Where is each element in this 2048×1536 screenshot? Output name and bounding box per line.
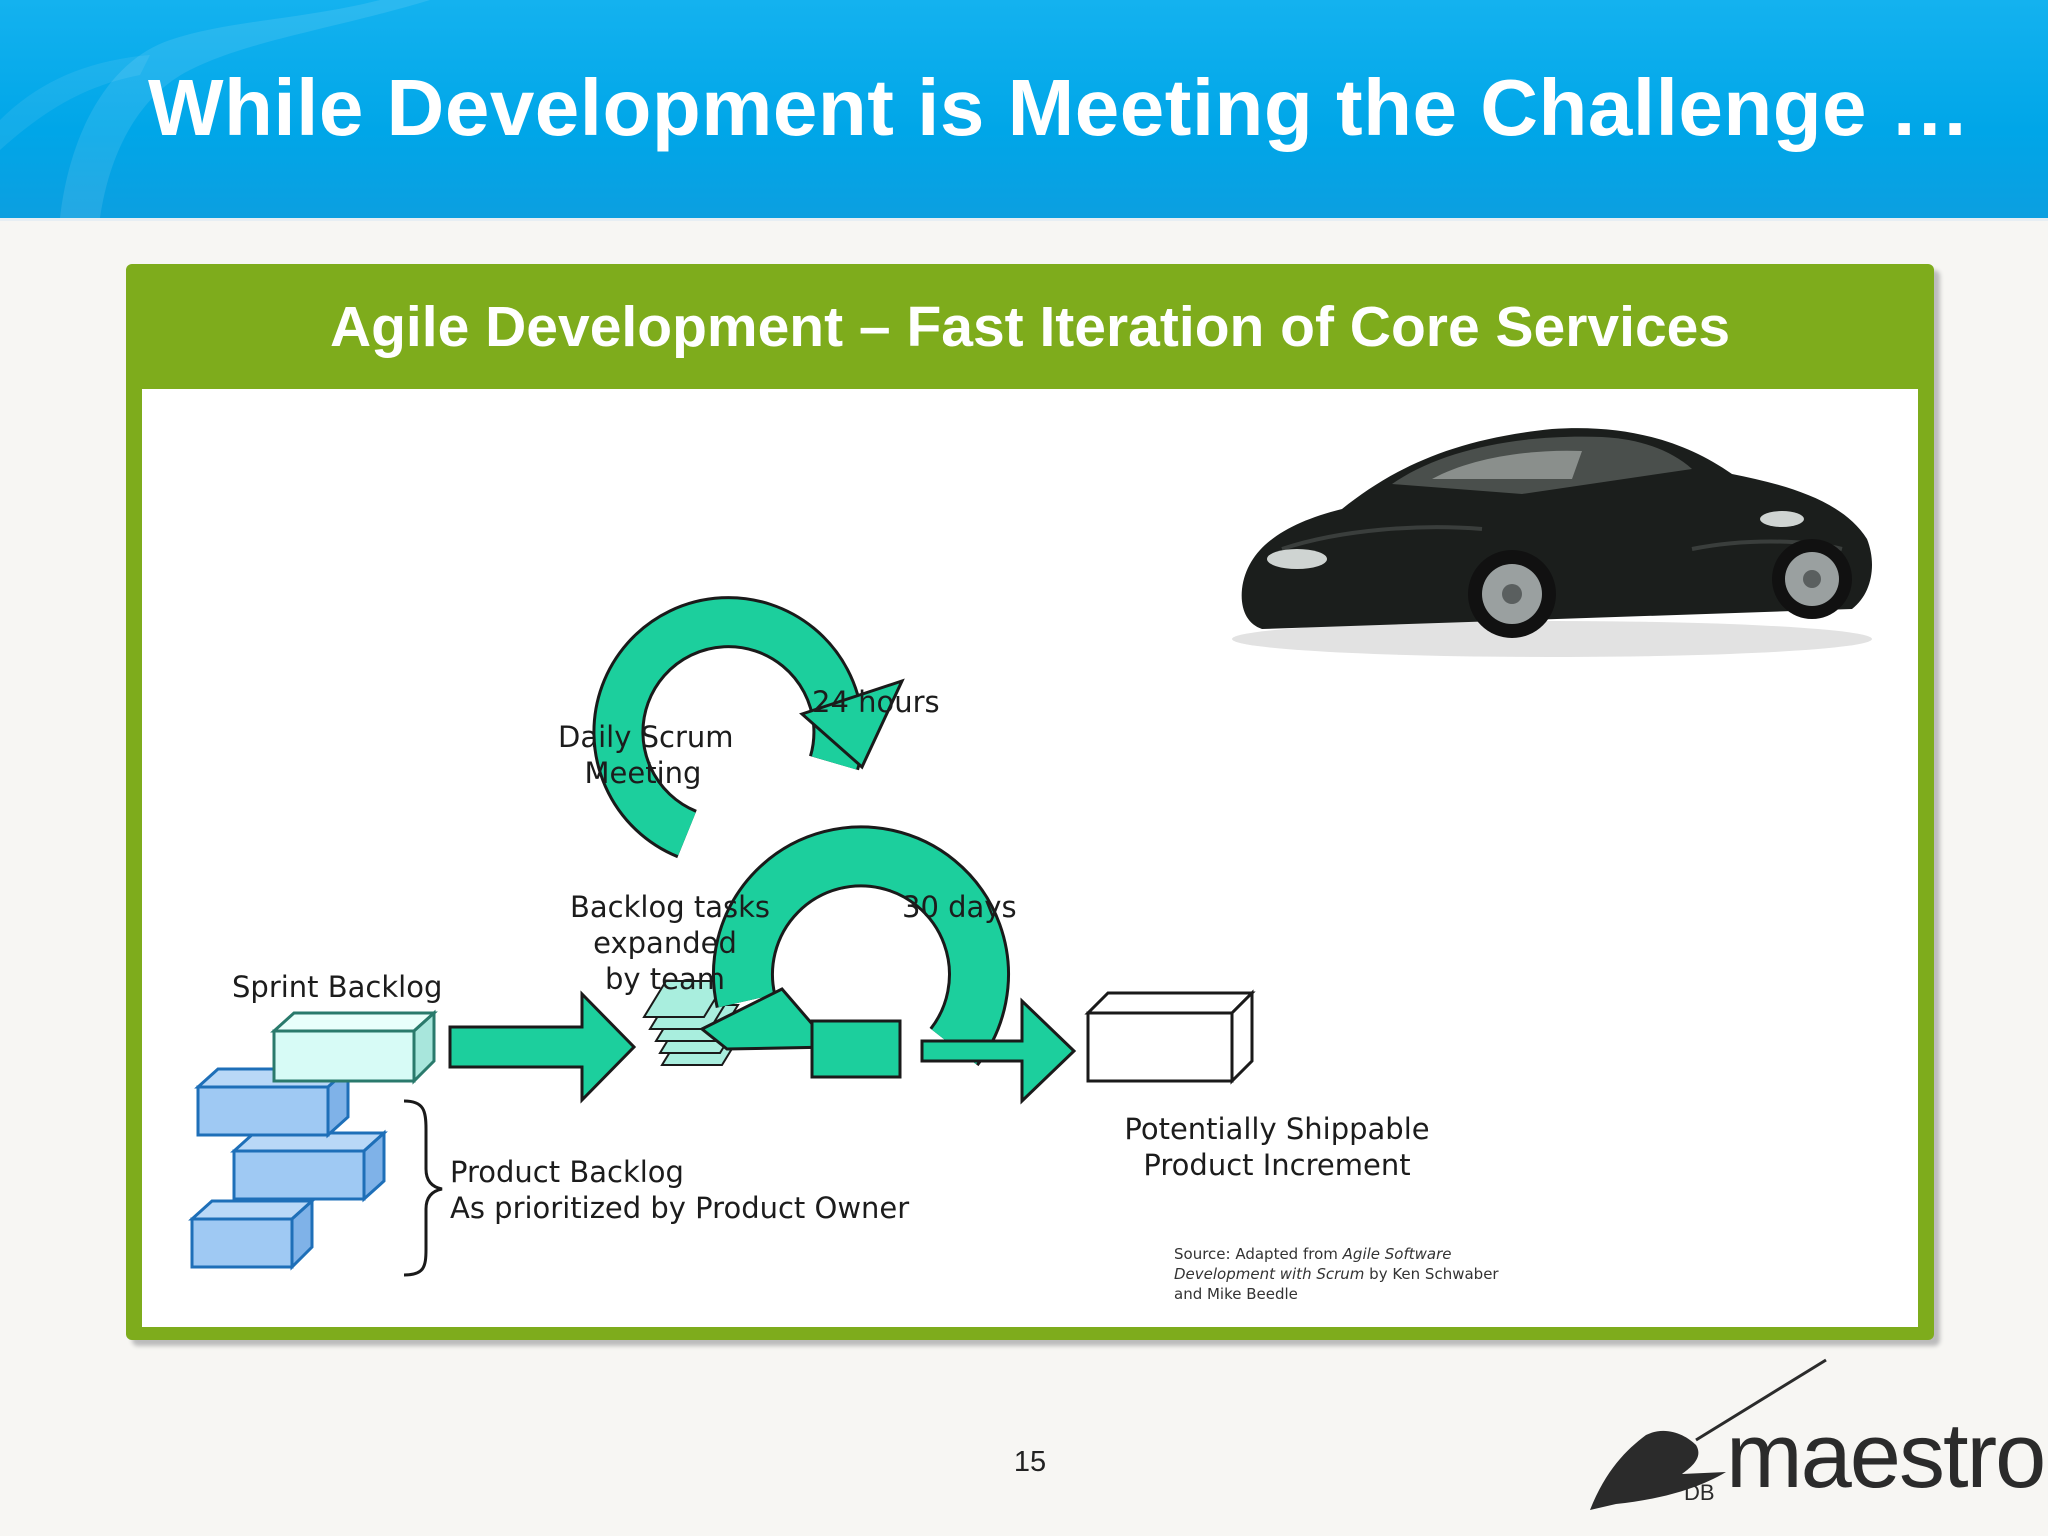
panel-title: Agile Development – Fast Iteration of Co… xyxy=(329,295,1731,359)
backlog-tasks-label-line3: by team xyxy=(604,962,726,996)
hours-label: 24 hours xyxy=(812,685,940,719)
product-backlog-label-line1: Product Backlog xyxy=(450,1155,684,1189)
daily-scrum-label-line1: Daily Scrum xyxy=(558,720,734,754)
backlog-tasks-label: Backlog tasks expanded by team xyxy=(570,889,770,997)
product-increment-label-line2: Product Increment xyxy=(1143,1148,1411,1182)
sprint-backlog-block xyxy=(270,1009,438,1085)
source-citation: Source: Adapted from Agile Software Deve… xyxy=(1174,1244,1504,1304)
header-bar: While Development is Meeting the Challen… xyxy=(0,0,2048,221)
page-number: 15 xyxy=(1013,1446,1047,1478)
product-backlog-brace xyxy=(403,1099,443,1277)
days-label: 30 days xyxy=(902,890,1017,924)
product-backlog-blocks xyxy=(188,1065,388,1271)
sports-car-image xyxy=(1232,428,1872,657)
product-backlog-label-line2: As prioritized by Product Owner xyxy=(450,1191,910,1225)
source-prefix: Source: Adapted from xyxy=(1174,1245,1343,1263)
source-suffix: by Ken Schwaber and Mike Beedle xyxy=(1174,1265,1499,1303)
daily-scrum-label-line2: Meeting xyxy=(584,756,702,790)
source-book-title: Agile Software Development with Scrum xyxy=(1174,1245,1452,1283)
thirty-day-cycle-arrow xyxy=(699,825,1010,1067)
daily-scrum-label: Daily Scrum Meeting xyxy=(558,719,734,791)
scrum-cycle-diagram xyxy=(188,596,1256,1277)
daily-cycle-arrow xyxy=(592,596,905,859)
content-panel: Agile Development – Fast Iteration of Co… xyxy=(126,264,1934,1340)
product-increment-label-line1: Potentially Shippable xyxy=(1124,1112,1430,1146)
arrow-to-tasks xyxy=(448,990,637,1104)
product-backlog-label: Product Backlog As prioritized by Produc… xyxy=(450,1154,909,1226)
panel-body: Daily Scrum Meeting 24 hours 30 days Bac… xyxy=(142,389,1918,1327)
backlog-tasks-label-line1: Backlog tasks xyxy=(570,890,770,924)
product-increment-label: Potentially Shippable Product Increment xyxy=(1112,1111,1442,1183)
slide-title: While Development is Meeting the Challen… xyxy=(148,63,1971,152)
logo-wordmark: maestro xyxy=(1726,1405,2046,1507)
sprint-backlog-label: Sprint Backlog xyxy=(232,970,443,1004)
backlog-tasks-label-line2: expanded xyxy=(593,926,737,960)
dbmaestro-logo: DB maestro xyxy=(1586,1350,2046,1520)
logo-mark-icon xyxy=(1590,1358,1827,1510)
arrow-to-increment xyxy=(920,997,1077,1105)
logo-db-text: DB xyxy=(1684,1480,1715,1505)
sprint-block xyxy=(810,1019,902,1079)
product-increment-box xyxy=(1084,989,1256,1085)
header-swoosh-decoration xyxy=(0,0,430,218)
